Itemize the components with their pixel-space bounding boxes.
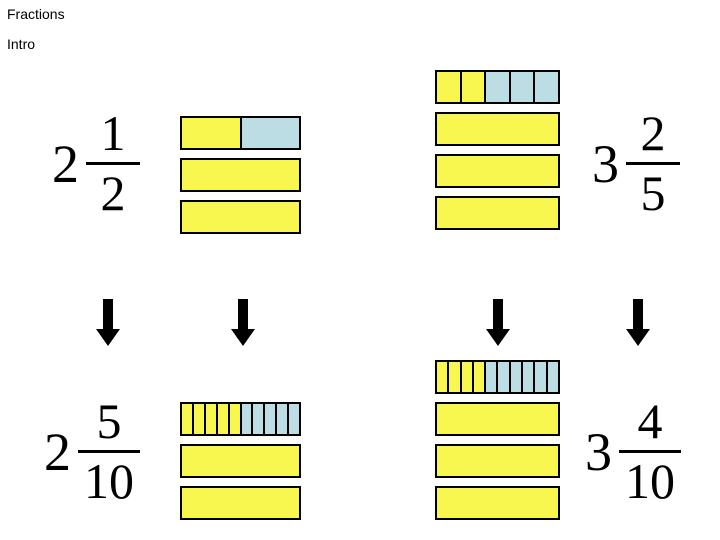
bar-segment-filled <box>203 404 216 434</box>
bar-segment-unfilled <box>484 362 497 392</box>
bar-segment-filled <box>459 362 472 392</box>
denominator: 10 <box>84 453 134 509</box>
bar-segment-filled <box>182 202 299 232</box>
mixed-number-top-right: 3 2 5 <box>592 108 680 219</box>
whole-number: 2 <box>44 421 71 482</box>
whole-number: 2 <box>52 133 79 194</box>
fraction-bar-row <box>435 112 560 146</box>
bar-segment-unfilled <box>251 404 264 434</box>
arrow-down-icon-right-bars <box>485 299 511 347</box>
fraction-bar-row <box>435 402 560 436</box>
mixed-number-bottom-left: 2 5 10 <box>44 396 140 507</box>
bar-segment-filled <box>215 404 228 434</box>
bar-segment-unfilled <box>521 362 534 392</box>
bar-segment-filled <box>182 488 299 518</box>
bar-segment-filled <box>437 446 558 476</box>
fraction: 1 2 <box>86 108 140 219</box>
mixed-number-bottom-right: 3 4 10 <box>585 396 681 507</box>
fraction-bar-row <box>435 154 560 188</box>
bar-segment-unfilled <box>533 72 558 102</box>
fraction-bar <box>619 450 681 453</box>
fraction-bar <box>86 162 140 165</box>
arrow-down-icon-right-number <box>625 299 651 347</box>
numerator: 5 <box>96 393 122 449</box>
fraction-bar-row <box>435 70 560 104</box>
bar-segment-unfilled <box>496 362 509 392</box>
fraction-bar-row <box>180 158 301 192</box>
bar-segment-unfilled <box>545 362 558 392</box>
bar-segment-filled <box>437 404 558 434</box>
numerator: 2 <box>640 105 666 161</box>
bar-segment-unfilled <box>533 362 546 392</box>
bar-model-top-left <box>180 116 301 234</box>
numerator: 4 <box>637 393 663 449</box>
denominator: 5 <box>640 165 666 221</box>
bar-segment-filled <box>191 404 204 434</box>
bar-segment-unfilled <box>508 72 534 102</box>
fraction: 2 5 <box>626 108 680 219</box>
fraction-bar-row <box>435 444 560 478</box>
mixed-number-top-left: 2 1 2 <box>52 108 140 219</box>
numerator: 1 <box>100 105 126 161</box>
arrow-down-icon-left-number <box>95 299 121 347</box>
bar-segment-filled <box>437 488 558 518</box>
fraction-bar-row <box>180 116 301 150</box>
bar-segment-unfilled <box>263 404 276 434</box>
bar-segment-filled <box>182 160 299 190</box>
bar-segment-filled <box>471 362 485 392</box>
fraction-bar <box>78 450 140 453</box>
bar-model-top-right <box>435 70 560 230</box>
bar-segment-filled <box>182 118 240 148</box>
bar-segment-filled <box>437 198 558 228</box>
bar-segment-filled <box>182 404 192 434</box>
bar-segment-filled <box>182 446 299 476</box>
fraction-bar-row <box>435 360 560 394</box>
page-subtitle: Intro <box>7 36 36 52</box>
whole-number: 3 <box>592 133 619 194</box>
whole-number: 3 <box>585 421 612 482</box>
bar-segment-unfilled <box>239 404 252 434</box>
arrow-down-icon-left-bars <box>230 299 256 347</box>
fraction: 4 10 <box>619 396 681 507</box>
bar-segment-filled <box>459 72 485 102</box>
bar-model-bottom-left <box>180 402 301 520</box>
denominator: 10 <box>625 453 675 509</box>
bar-segment-unfilled <box>287 404 300 434</box>
bar-segment-unfilled <box>239 118 299 148</box>
fraction-bar-row <box>180 200 301 234</box>
bar-segment-unfilled <box>508 362 522 392</box>
bar-segment-filled <box>227 404 240 434</box>
bar-segment-filled <box>437 114 558 144</box>
bar-segment-filled <box>437 72 460 102</box>
fraction-bar-row <box>435 486 560 520</box>
fraction: 5 10 <box>78 396 140 507</box>
fraction-bar <box>626 162 680 165</box>
fraction-bar-row <box>180 402 301 436</box>
fraction-bar-row <box>435 196 560 230</box>
bar-model-bottom-right <box>435 360 560 520</box>
bar-segment-unfilled <box>275 404 288 434</box>
bar-segment-filled <box>437 362 448 392</box>
fraction-bar-row <box>180 486 301 520</box>
denominator: 2 <box>100 165 126 221</box>
page-title: Fractions <box>7 6 65 22</box>
bar-segment-filled <box>437 156 558 186</box>
bar-segment-filled <box>447 362 460 392</box>
fraction-bar-row <box>180 444 301 478</box>
bar-segment-unfilled <box>484 72 509 102</box>
